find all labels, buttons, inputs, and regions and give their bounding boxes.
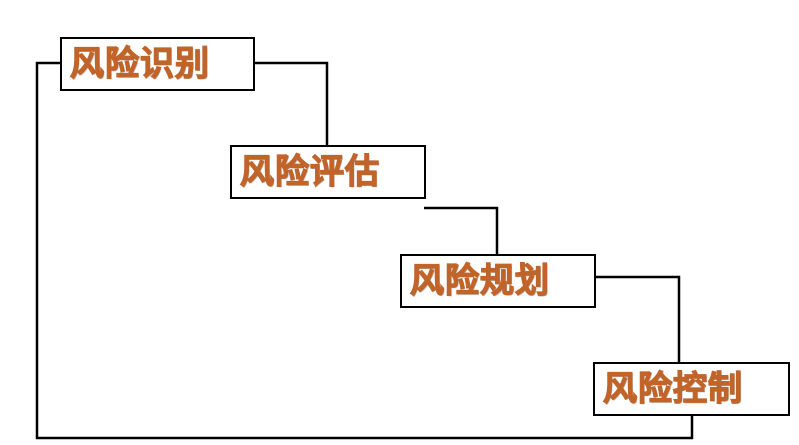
step-box-risk-control: 风险控制 xyxy=(593,362,790,416)
connector-feedback-loop xyxy=(35,61,694,440)
connector-identify-to-assess xyxy=(253,61,329,146)
step-label-risk-assessment: 风险评估 xyxy=(239,152,380,192)
step-box-risk-planning: 风险规划 xyxy=(400,254,596,308)
step-box-risk-assessment: 风险评估 xyxy=(230,145,426,199)
step-label-risk-identification: 风险识别 xyxy=(69,44,210,84)
step-label-risk-control: 风险控制 xyxy=(602,369,743,409)
step-box-risk-identification: 风险识别 xyxy=(60,37,255,91)
connector-assess-to-plan xyxy=(424,206,499,255)
step-label-risk-planning: 风险规划 xyxy=(409,261,550,301)
connector-plan-to-control xyxy=(594,275,681,363)
